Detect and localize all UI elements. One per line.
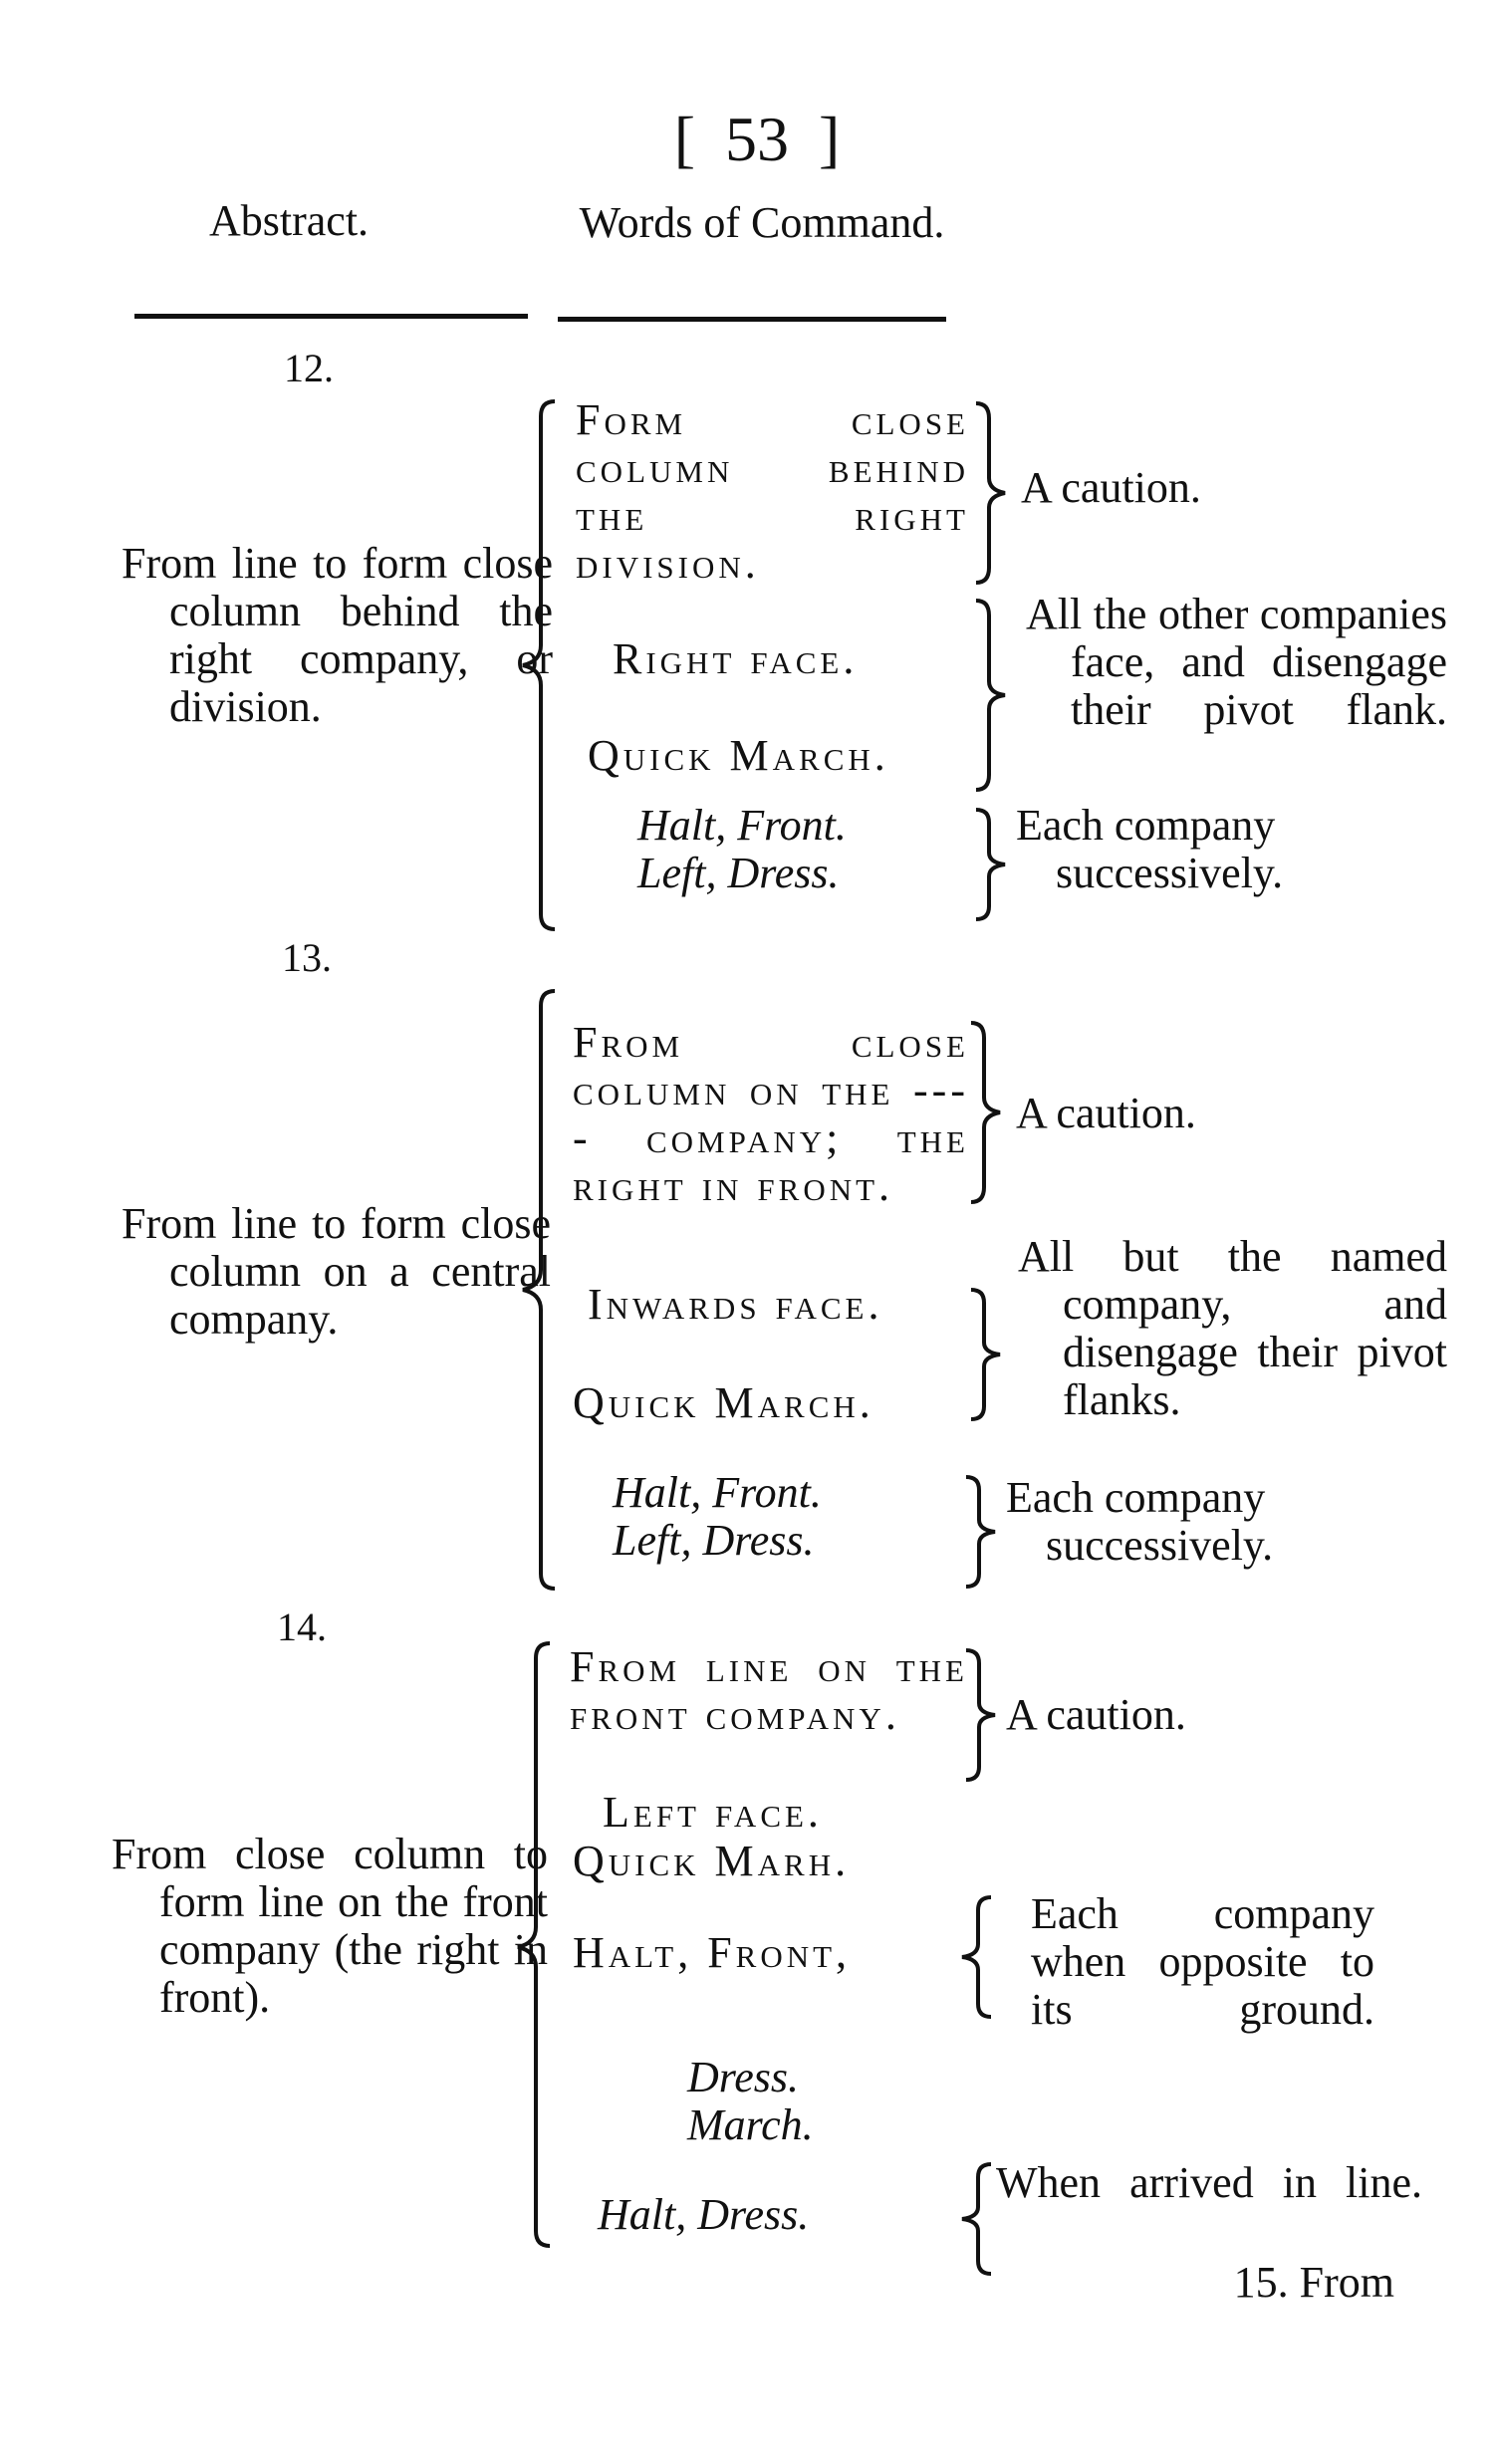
abstract-13: From line to form close column on a cent…	[122, 1199, 551, 1344]
command-14-3: Quick Marh.	[573, 1837, 851, 1885]
command-brace-13-2	[970, 1288, 1001, 1421]
command-brace-12-1	[975, 401, 1006, 585]
section-number-14: 14.	[277, 1604, 327, 1649]
section-brace-14	[517, 1641, 551, 2248]
command-brace-14-2	[961, 1895, 992, 2019]
command-brace-12-3	[975, 808, 1006, 921]
command-12-4: Halt, Front.	[637, 801, 847, 850]
abstract-14: From close column to form line on the fr…	[112, 1830, 548, 2022]
command-13-5: Left, Dress.	[613, 1516, 815, 1565]
abstract-12: From line to form close column behind th…	[122, 539, 553, 731]
command-12-2: Right face.	[613, 634, 859, 683]
command-brace-12-2	[975, 599, 1006, 792]
command-13-2: Inwards face.	[588, 1280, 883, 1329]
command-12-5: Left, Dress.	[637, 849, 840, 897]
note-12-3: All the other companies face, and diseng…	[1026, 590, 1447, 734]
command-brace-13-1	[970, 1021, 1001, 1204]
command-14-5: Dress.	[687, 2053, 800, 2101]
command-14-2: Left face.	[603, 1788, 823, 1837]
command-13-1: From close column on the ---- company; t…	[573, 1018, 969, 1210]
header-rule-left	[134, 314, 528, 319]
command-14-1: From line on the front company.	[570, 1642, 968, 1739]
note-12-5: Each company successively.	[1016, 801, 1284, 897]
command-brace-14-1	[965, 1648, 996, 1782]
command-12-1: Form close column behind the right divis…	[576, 395, 969, 588]
note-14-4: Each company when opposite to its ground…	[1031, 1889, 1374, 2034]
section-brace-13	[522, 989, 556, 1591]
command-14-4: Halt, Front,	[573, 1928, 852, 1977]
command-brace-13-3	[965, 1475, 996, 1589]
catchword: 15. From	[1233, 2258, 1394, 2307]
page-number: [ 53 ]	[673, 104, 841, 174]
column-header-abstract: Abstract.	[209, 196, 370, 245]
note-13-1: A caution.	[1016, 1089, 1196, 1137]
column-header-words-of-command: Words of Command.	[579, 198, 945, 247]
section-brace-12	[522, 399, 556, 931]
command-12-3: Quick March.	[588, 731, 889, 780]
note-13-3: All but the named company, and disengage…	[1018, 1232, 1447, 1424]
command-14-6: March.	[687, 2100, 814, 2149]
command-13-4: Halt, Front.	[613, 1468, 822, 1517]
section-number-13: 13.	[282, 935, 332, 980]
note-13-5: Each company successively.	[1006, 1473, 1274, 1570]
command-brace-14-3	[961, 2162, 992, 2276]
note-14-1: A caution.	[1006, 1690, 1186, 1739]
command-14-7: Halt, Dress.	[598, 2190, 810, 2239]
section-number-12: 12.	[284, 346, 334, 390]
header-rule-right	[558, 317, 946, 322]
note-14-7: When arrived in line.	[996, 2158, 1422, 2207]
note-12-1: A caution.	[1021, 463, 1201, 512]
command-13-3: Quick March.	[573, 1378, 874, 1427]
